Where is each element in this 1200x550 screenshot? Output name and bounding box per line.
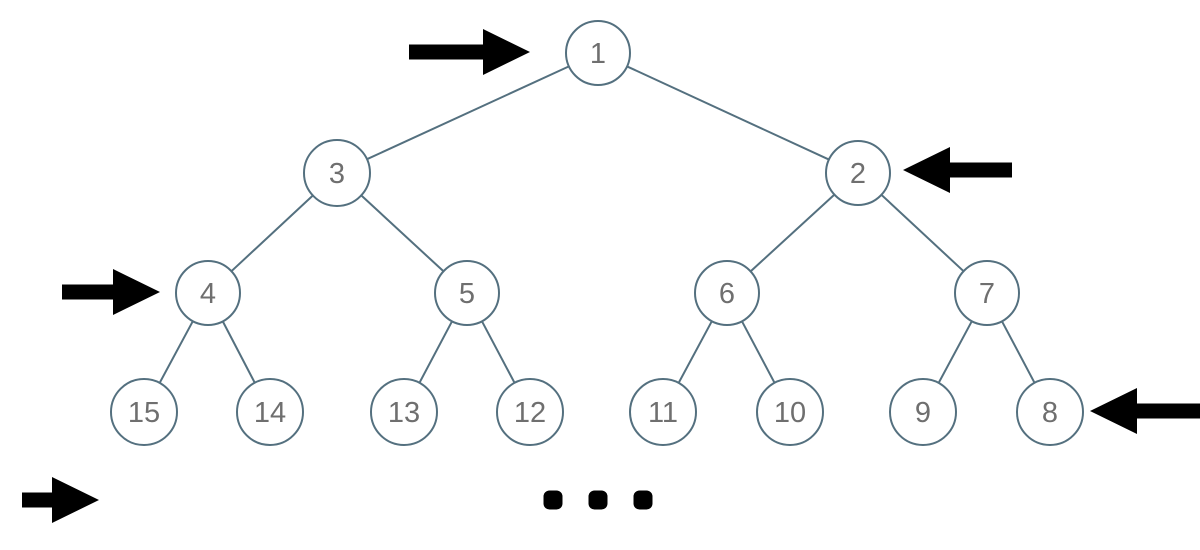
tree-node-6[interactable]: 6 [694,260,760,326]
tree-edge-5-12 [480,320,516,384]
node-label-7: 7 [979,278,995,310]
arrow-to-node-2 [903,147,1012,193]
node-circle-11 [629,378,697,446]
tree-node-3[interactable]: 3 [303,139,371,207]
node-circle-13 [370,378,438,446]
pointer-arrows-group [22,29,1200,523]
node-label-15: 15 [128,397,160,429]
tree-node-15[interactable]: 15 [110,378,178,446]
tree-edge-1-3 [365,65,570,161]
tree-node-1[interactable]: 1 [565,20,631,86]
node-circle-3 [303,139,371,207]
tree-edge-4-14 [221,320,256,384]
node-label-3: 3 [329,158,345,190]
tree-edge-2-6 [749,193,836,273]
node-circle-1 [565,20,631,86]
node-circle-2 [825,140,891,206]
node-label-9: 9 [915,397,931,429]
node-label-8: 8 [1042,397,1058,429]
arrow-to-node-1 [409,29,530,75]
node-circle-7 [954,260,1020,326]
node-label-4: 4 [200,278,216,310]
tree-node-10[interactable]: 10 [756,378,824,446]
node-label-10: 10 [774,397,806,429]
tree-node-4[interactable]: 4 [175,260,241,326]
tree-node-5[interactable]: 5 [434,260,500,326]
tree-node-13[interactable]: 13 [370,378,438,446]
tree-edge-4-15 [158,320,194,384]
node-label-14: 14 [254,397,286,429]
node-circle-15 [110,378,178,446]
node-label-2: 2 [850,158,866,190]
arrow-bottom-left [22,477,99,523]
node-circle-14 [236,378,304,446]
tree-edge-6-11 [677,320,713,384]
node-label-5: 5 [459,278,475,310]
tree-node-2[interactable]: 2 [825,140,891,206]
tree-edge-3-5 [360,194,445,273]
tree-edge-7-9 [937,320,973,384]
tree-edge-2-7 [880,193,965,273]
ellipsis-dot-2 [588,490,608,510]
tree-edge-3-4 [230,194,314,273]
node-circle-5 [434,260,500,326]
tree-edges-group [158,65,1036,384]
tree-edge-1-2 [626,65,830,161]
tree-node-11[interactable]: 11 [629,378,697,446]
node-circle-12 [496,378,564,446]
tree-edge-7-8 [1000,320,1036,384]
node-label-1: 1 [590,38,606,70]
tree-node-8[interactable]: 8 [1016,378,1084,446]
tree-node-14[interactable]: 14 [236,378,304,446]
node-label-13: 13 [388,397,420,429]
node-label-12: 12 [514,397,546,429]
tree-edge-6-10 [740,320,776,384]
node-circle-10 [756,378,824,446]
arrow-to-node-4 [62,269,160,315]
node-circle-8 [1016,378,1084,446]
node-circle-4 [175,260,241,326]
tree-node-9[interactable]: 9 [889,378,957,446]
tree-node-12[interactable]: 12 [496,378,564,446]
node-circle-6 [694,260,760,326]
ellipsis-dot-3 [633,490,653,510]
node-circle-9 [889,378,957,446]
tree-node-7[interactable]: 7 [954,260,1020,326]
tree-edge-5-13 [418,320,454,384]
ellipsis-group [543,490,653,510]
ellipsis-dot-1 [543,490,563,510]
node-label-11: 11 [648,397,678,429]
arrow-to-node-8 [1090,388,1200,434]
node-label-6: 6 [719,278,735,310]
